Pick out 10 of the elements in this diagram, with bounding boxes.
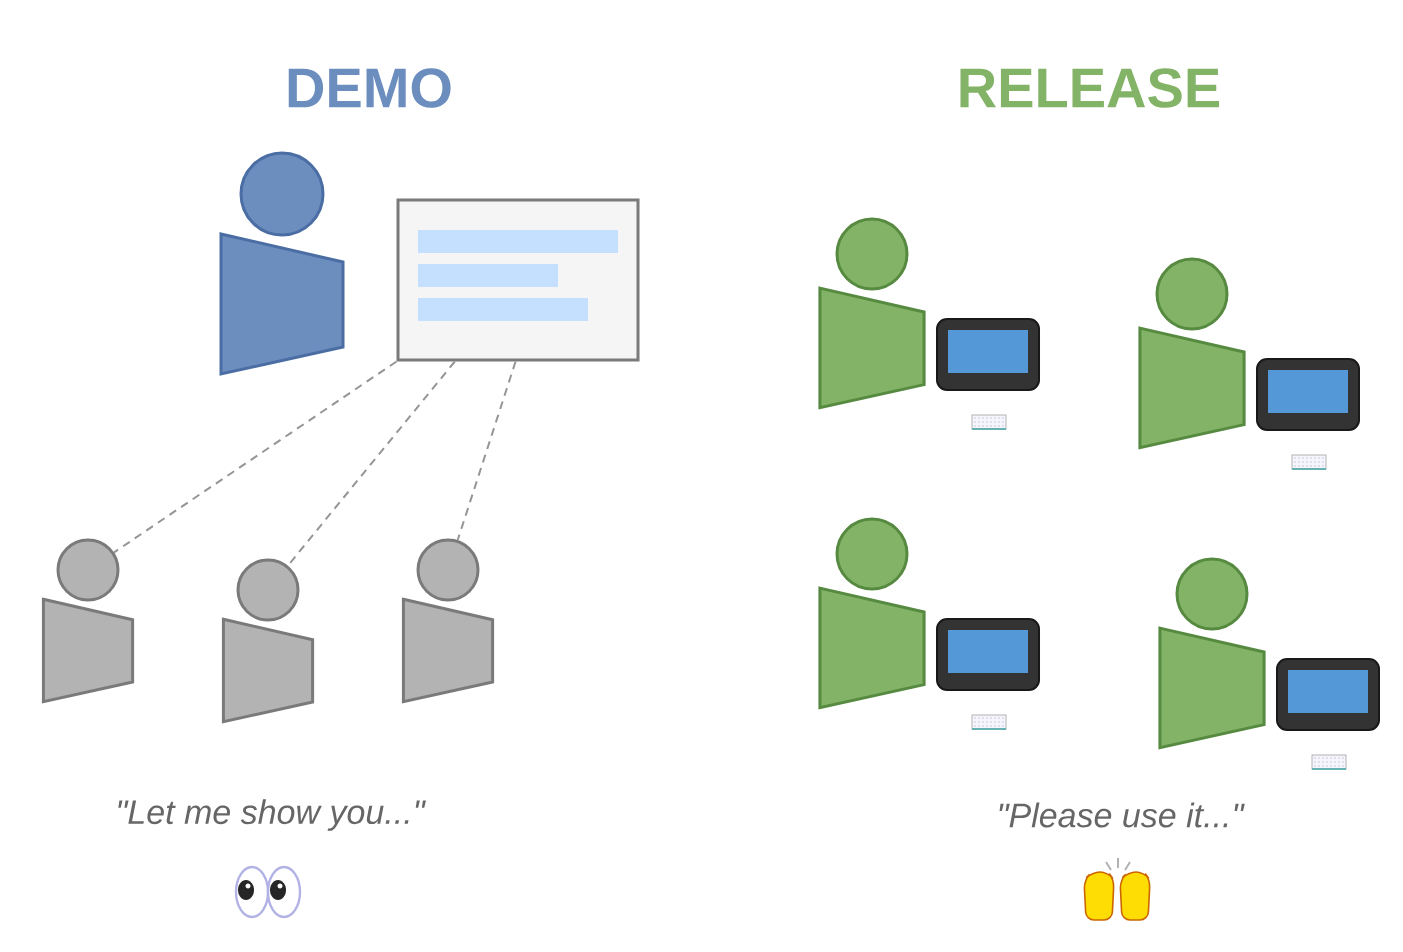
dashed-line bbox=[113, 360, 398, 554]
heading: DEMO bbox=[288, 68, 451, 108]
audience-person bbox=[401, 538, 495, 704]
audience-person bbox=[221, 558, 315, 724]
quote-text: "Let me show you..." bbox=[118, 799, 426, 831]
presentation-screen bbox=[396, 198, 640, 362]
quote-text: "Please use it..." bbox=[999, 802, 1245, 828]
dashed-line bbox=[456, 360, 517, 542]
audience-person bbox=[41, 538, 135, 704]
heading: RELEASE bbox=[960, 68, 1220, 108]
